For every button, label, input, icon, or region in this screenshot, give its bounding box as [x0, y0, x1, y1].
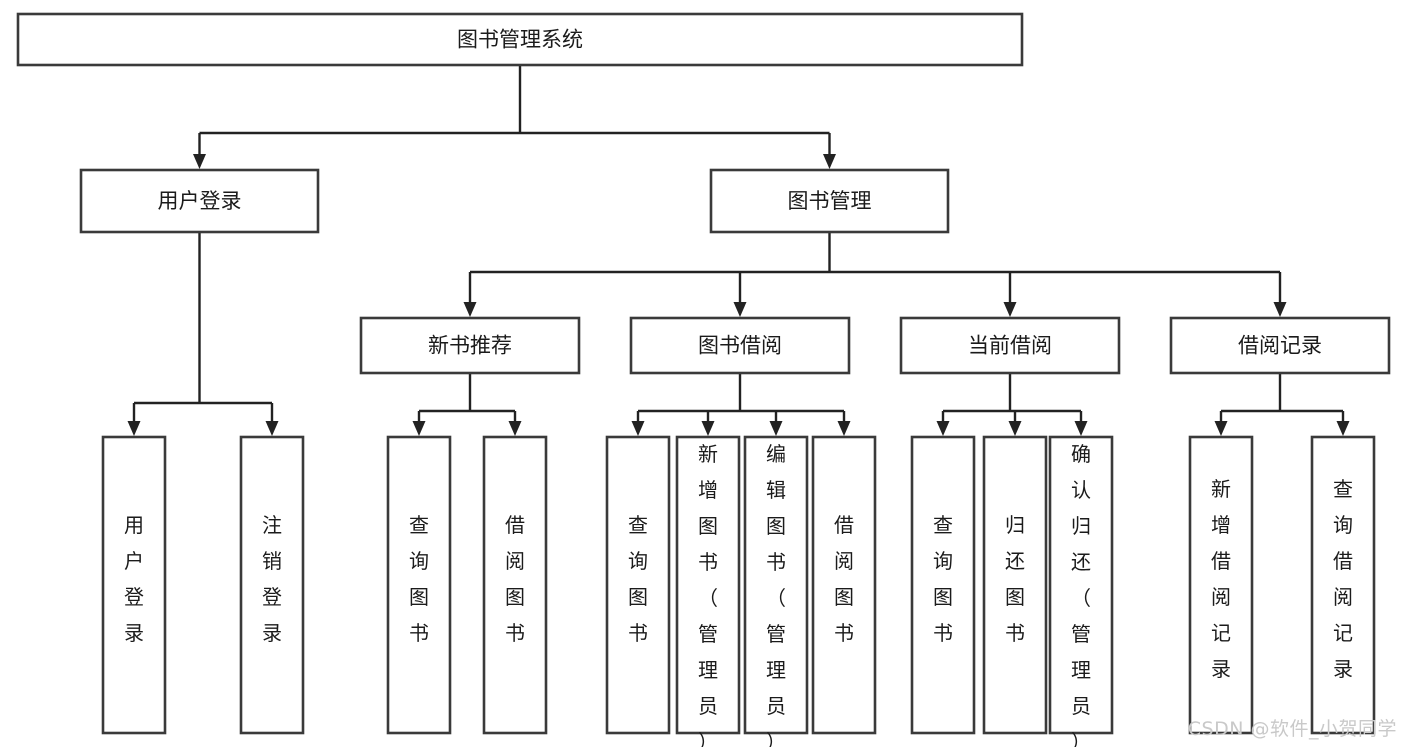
node-borrow-record[interactable]: 借阅记录	[1169, 316, 1391, 375]
arrow-head-icon	[733, 302, 747, 317]
node-leaf-borrow-book-recommend-label: 借阅图书	[505, 513, 525, 645]
node-leaf-edit-book-admin-label: 编辑图书（管理员）	[766, 442, 786, 747]
node-root[interactable]: 图书管理系统	[16, 12, 1024, 67]
node-leaf-edit-book-admin[interactable]: 编辑图书（管理员）	[743, 435, 809, 747]
node-leaf-query-borrow-record-label: 查询借阅记录	[1333, 477, 1353, 681]
node-leaf-logout-login-label: 注销登录	[262, 513, 282, 645]
node-book-management[interactable]: 图书管理	[709, 168, 950, 234]
node-book-borrow[interactable]: 图书借阅	[629, 316, 851, 375]
arrow-head-icon	[823, 154, 836, 169]
node-leaf-query-borrow-record[interactable]: 查询借阅记录	[1310, 435, 1376, 735]
node-user-login[interactable]: 用户登录	[79, 168, 320, 234]
node-leaf-user-login-box	[101, 435, 167, 735]
node-leaf-add-book-admin-box	[675, 435, 741, 735]
node-leaf-query-book-current-box	[910, 435, 976, 735]
node-current-borrow-label: 当前借阅	[968, 334, 1052, 358]
node-leaf-query-book-borrow-box	[605, 435, 671, 735]
node-leaf-query-book-recommend-box	[386, 435, 452, 735]
connector-layer	[127, 65, 1350, 436]
node-leaf-add-borrow-record-label: 新增借阅记录	[1211, 477, 1231, 681]
node-leaf-query-book-current-label: 查询图书	[933, 513, 953, 645]
node-leaf-add-borrow-record[interactable]: 新增借阅记录	[1188, 435, 1254, 735]
node-leaf-add-borrow-record-box	[1188, 435, 1254, 735]
node-leaf-logout-login[interactable]: 注销登录	[239, 435, 305, 735]
node-new-book-recommend[interactable]: 新书推荐	[359, 316, 581, 375]
node-layer: 图书管理系统用户登录图书管理新书推荐图书借阅当前借阅借阅记录用户登录注销登录查询…	[16, 12, 1391, 747]
node-leaf-return-book-box	[982, 435, 1048, 735]
csdn-watermark: CSDN @软件_小贺同学	[1187, 718, 1397, 740]
node-leaf-borrow-book-recommend-box	[482, 435, 548, 735]
node-leaf-borrow-book-recommend[interactable]: 借阅图书	[482, 435, 548, 735]
arrow-head-icon	[1074, 421, 1088, 436]
arrow-head-icon	[463, 302, 477, 317]
node-current-borrow-box	[899, 316, 1121, 375]
node-leaf-edit-book-admin-box	[743, 435, 809, 735]
node-book-management-box	[709, 168, 950, 234]
node-user-login-label: 用户登录	[158, 189, 242, 213]
node-new-book-recommend-label: 新书推荐	[428, 334, 512, 358]
arrow-head-icon	[193, 154, 206, 169]
arrow-head-icon	[412, 421, 426, 436]
node-new-book-recommend-box	[359, 316, 581, 375]
node-book-management-label: 图书管理	[788, 189, 872, 213]
node-book-borrow-label: 图书借阅	[698, 334, 782, 358]
arrow-head-icon	[631, 421, 645, 436]
arrow-head-icon	[1008, 421, 1022, 436]
node-leaf-query-borrow-record-box	[1310, 435, 1376, 735]
node-user-login-box	[79, 168, 320, 234]
arrow-head-icon	[127, 421, 141, 436]
node-leaf-borrow-book-box	[811, 435, 877, 735]
node-root-label: 图书管理系统	[457, 28, 583, 52]
node-leaf-add-book-admin[interactable]: 新增图书（管理员）	[675, 435, 741, 747]
node-leaf-query-book-borrow-label: 查询图书	[628, 513, 648, 645]
arrow-head-icon	[1214, 421, 1228, 436]
arrow-head-icon	[837, 421, 851, 436]
node-leaf-query-book-borrow[interactable]: 查询图书	[605, 435, 671, 735]
node-leaf-confirm-return-admin-box	[1048, 435, 1114, 735]
arrow-head-icon	[936, 421, 950, 436]
node-leaf-query-book-recommend-label: 查询图书	[409, 513, 429, 645]
node-borrow-record-box	[1169, 316, 1391, 375]
arrow-head-icon	[769, 421, 783, 436]
arrow-head-icon	[508, 421, 522, 436]
node-leaf-borrow-book[interactable]: 借阅图书	[811, 435, 877, 735]
node-leaf-user-login[interactable]: 用户登录	[101, 435, 167, 735]
node-current-borrow[interactable]: 当前借阅	[899, 316, 1121, 375]
node-leaf-return-book-label: 归还图书	[1005, 513, 1025, 645]
node-borrow-record-label: 借阅记录	[1238, 334, 1322, 358]
arrow-head-icon	[701, 421, 715, 436]
node-leaf-logout-login-box	[239, 435, 305, 735]
node-leaf-query-book-current[interactable]: 查询图书	[910, 435, 976, 735]
node-leaf-add-book-admin-label: 新增图书（管理员）	[698, 442, 718, 747]
node-leaf-return-book[interactable]: 归还图书	[982, 435, 1048, 735]
node-book-borrow-box	[629, 316, 851, 375]
arrow-head-icon	[1273, 302, 1287, 317]
node-leaf-user-login-label: 用户登录	[124, 513, 144, 645]
node-root-box	[16, 12, 1024, 67]
node-leaf-confirm-return-admin[interactable]: 确认归还（管理员）	[1048, 435, 1114, 747]
node-leaf-borrow-book-label: 借阅图书	[834, 513, 854, 645]
node-leaf-confirm-return-admin-label: 确认归还（管理员）	[1071, 442, 1091, 747]
arrow-head-icon	[265, 421, 279, 436]
arrow-head-icon	[1003, 302, 1017, 317]
node-leaf-query-book-recommend[interactable]: 查询图书	[386, 435, 452, 735]
arrow-head-icon	[1336, 421, 1350, 436]
